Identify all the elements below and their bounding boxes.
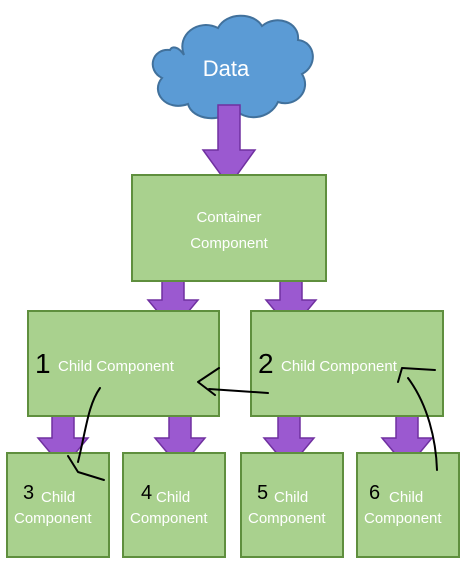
cloud-label: Data bbox=[202, 56, 250, 81]
child-6-number: 6 bbox=[369, 482, 381, 504]
child-component-6: 6 Child Component bbox=[356, 452, 460, 558]
child-1-number: 1 bbox=[35, 348, 51, 379]
child-component-4: 4 Child Component bbox=[122, 452, 226, 558]
child-3-label-line-2: Component bbox=[14, 510, 92, 527]
child-5-label-line-1: Child bbox=[274, 489, 309, 506]
arrow-data-to-container bbox=[201, 104, 257, 188]
child-component-5: 5 Child Component bbox=[240, 452, 344, 558]
child-2-label: Child Component bbox=[281, 358, 397, 375]
child-component-2: 2 Child Component bbox=[250, 310, 444, 417]
child-6-label-line-2: Component bbox=[364, 510, 442, 527]
child-4-label-line-1: Child bbox=[156, 489, 191, 506]
child-5-number: 5 bbox=[257, 482, 269, 504]
child-3-label-line-1: Child bbox=[41, 489, 76, 506]
child-2-number: 2 bbox=[258, 348, 274, 379]
child-component-3: 3 Child Component bbox=[6, 452, 110, 558]
child-5-label-line-2: Component bbox=[248, 510, 326, 527]
container-label-line-1: Container bbox=[196, 209, 262, 226]
child-4-number: 4 bbox=[141, 482, 153, 504]
child-component-1: 1 Child Component bbox=[27, 310, 220, 417]
child-6-label-line-1: Child bbox=[389, 489, 424, 506]
container-component-box: Container Component bbox=[131, 174, 327, 282]
child-4-label-line-2: Component bbox=[130, 510, 208, 527]
child-1-label: Child Component bbox=[58, 358, 174, 375]
container-label-line-2: Component bbox=[190, 235, 268, 252]
child-3-number: 3 bbox=[23, 482, 35, 504]
data-cloud bbox=[151, 14, 314, 120]
